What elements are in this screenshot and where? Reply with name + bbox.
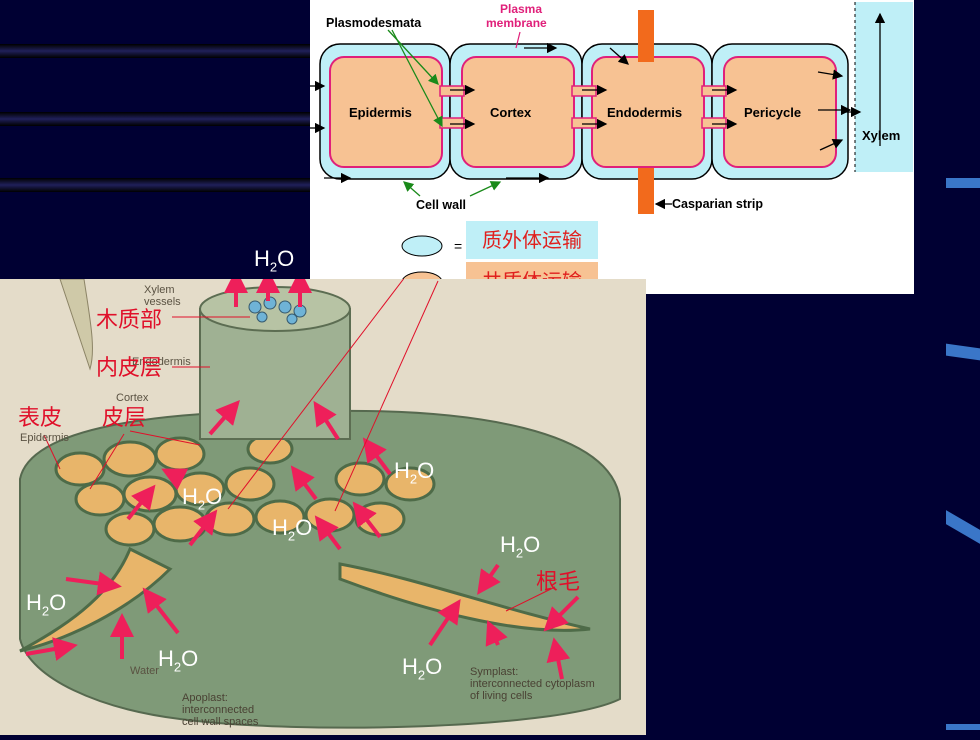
slide-deco (946, 343, 980, 361)
h2o-label: H2O (254, 246, 295, 275)
apoplast-label-2: interconnected (182, 704, 254, 716)
stele-top (199, 286, 351, 332)
symplast-pointer-line (334, 280, 439, 512)
slide-deco (946, 178, 980, 188)
slide-deco (946, 510, 980, 544)
epidermis-label: Epidermis (349, 105, 412, 120)
apoplast-legend-swatch (401, 235, 443, 257)
membrane-pointer (515, 31, 521, 49)
chinese-leader-lines (43, 316, 556, 612)
h2o-label: H2O (402, 654, 443, 683)
h2o-label: H2O (182, 484, 223, 513)
h2o-label: H2O (26, 590, 67, 619)
apoplast-pointer-line (227, 259, 419, 510)
pericycle-cell (723, 56, 837, 168)
legend-equals: = (454, 238, 462, 254)
slide-deco (946, 724, 980, 730)
endodermis-cn-label: 内皮层 (96, 356, 163, 381)
flow-arrows (310, 12, 886, 210)
cortex-label: Cortex (490, 105, 532, 120)
bg-stripe (0, 178, 320, 192)
cortex-cell (461, 56, 575, 168)
symplast-label-1: Symplast: (470, 666, 518, 678)
bg-stripe (0, 44, 320, 58)
h2o-label: H2O (394, 458, 435, 487)
xylem-vessels (248, 296, 307, 325)
bg-stripe (0, 112, 320, 126)
h2o-label: H2O (158, 646, 199, 675)
plasma-membrane-label-2: membrane (486, 16, 547, 30)
xylem-vessels-label-1: Xylem (144, 284, 175, 296)
symplast-label-3: of living cells (470, 690, 533, 702)
pointer-lines (387, 29, 502, 197)
epidermis-en-label: Epidermis (20, 432, 69, 444)
root-sketch (59, 278, 93, 371)
cortex-cn-label: 皮层 (102, 406, 147, 431)
water-arrows (25, 269, 580, 680)
root-illustration: Xylem vessels Endodermis Cortex Epidermi… (19, 259, 621, 729)
root-hair-cn-label: 根毛 (536, 570, 581, 595)
cell-wall-label: Cell wall (416, 198, 466, 212)
root-illustration-panel: Xylem vessels Endodermis Cortex Epidermi… (0, 259, 646, 735)
xylem-label: Xylem (862, 128, 900, 143)
cortex-en-label: Cortex (116, 392, 149, 404)
transport-diagram-panel: Plasmodesmata Plasma membrane Epidermis … (310, 0, 914, 294)
plasma-membrane-label-1: Plasma (500, 2, 542, 16)
root-hair-right (338, 562, 591, 632)
xylem-cn-label: 木质部 (96, 308, 163, 333)
xylem-region (855, 2, 913, 172)
apoplast-legend-label: 质外体运输 (466, 221, 598, 259)
transport-diagram: Plasmodesmata Plasma membrane Epidermis … (310, 2, 913, 293)
h2o-label: H2O (500, 532, 541, 561)
apoplast-label-3: cell wall spaces (182, 716, 259, 728)
endodermis-label: Endodermis (607, 105, 682, 120)
symplast-label-2: interconnected cytoplasm (470, 678, 595, 690)
apoplast-label-1: Apoplast: (182, 692, 228, 704)
epidermis-cell (329, 56, 443, 168)
pericycle-label: Pericycle (744, 105, 801, 120)
plasmodesmata-bridges (439, 85, 727, 129)
plasmodesmata-label: Plasmodesmata (326, 16, 422, 30)
casparian-strip-bottom (638, 168, 654, 214)
h2o-label: H2O (272, 515, 313, 544)
casparian-strip-label: Casparian strip (672, 197, 763, 211)
casparian-strip-top (638, 10, 654, 62)
endodermis-en-label: Endodermis (132, 356, 191, 368)
epidermis-cn-label: 表皮 (18, 406, 63, 431)
water-label: Water (130, 665, 159, 677)
xylem-vessels-label-2: vessels (144, 296, 181, 308)
cortex-cells (54, 433, 436, 547)
